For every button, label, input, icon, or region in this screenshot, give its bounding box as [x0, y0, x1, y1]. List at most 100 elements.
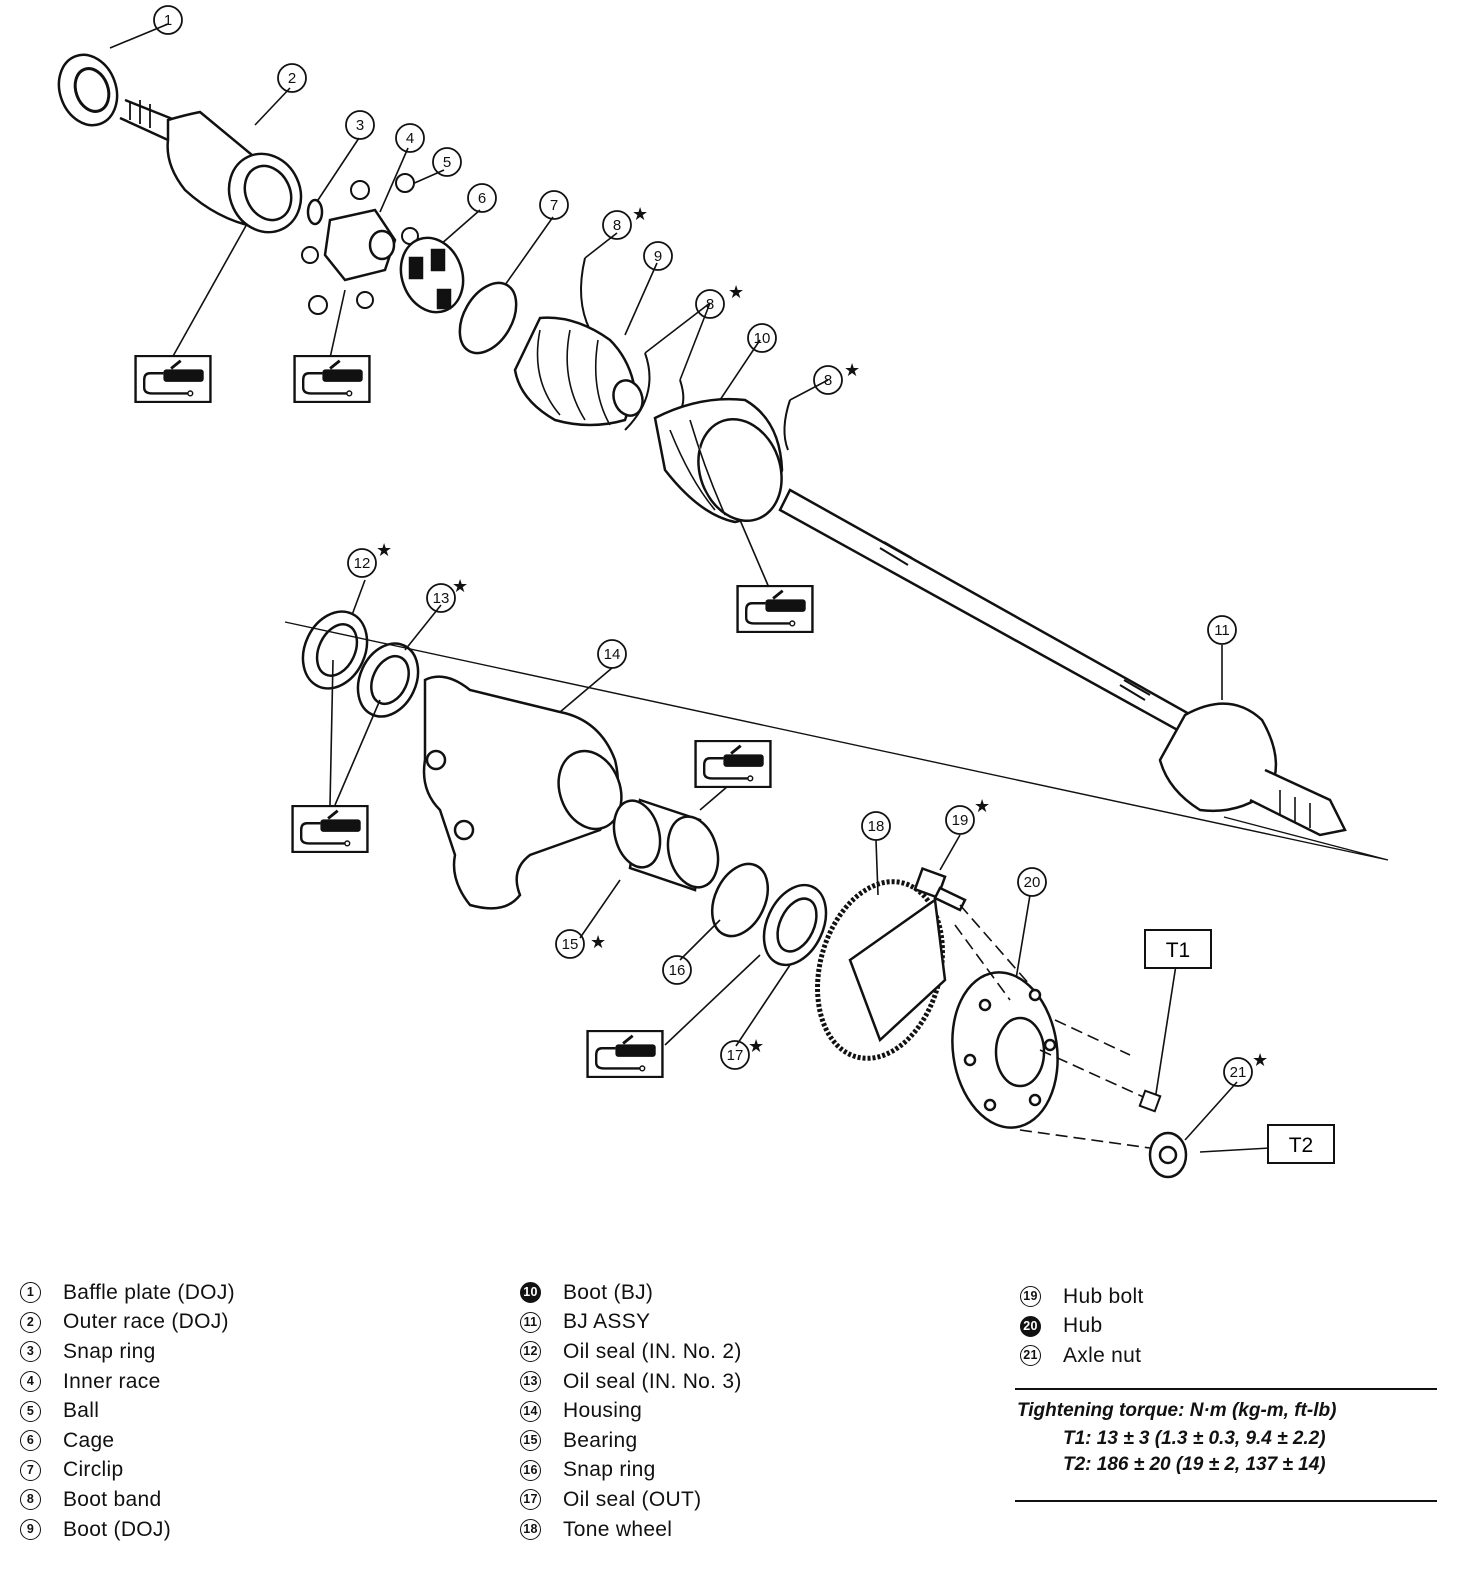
- snap-ring-large: [710, 862, 770, 938]
- boot-doj: [513, 316, 644, 427]
- svg-text:2: 2: [288, 70, 296, 87]
- svg-text:★: ★: [632, 204, 648, 224]
- legend-label: Oil seal (OUT): [563, 1487, 702, 1511]
- legend-label: Ball: [63, 1399, 100, 1423]
- oil-seal-out: [762, 883, 828, 967]
- outer-race-doj: [119, 98, 303, 234]
- svg-text:T2: T2: [1289, 1134, 1314, 1157]
- legend-label: Housing: [563, 1399, 643, 1423]
- callout-19: 19: [945, 805, 975, 835]
- legend-item: 12 Oil seal (IN. No. 2): [520, 1337, 742, 1367]
- exploded-view-diagram: T1 T2 1 2 3 4 5 6 7 8 9 8 10 8 11 12 13 …: [57, 5, 1389, 1179]
- svg-text:13: 13: [433, 590, 450, 607]
- bj-assy-shaft: [778, 488, 1347, 837]
- callout-3: 3: [345, 110, 375, 140]
- legend-label: Oil seal (IN. No. 3): [563, 1369, 742, 1393]
- callout-20: 20: [1017, 867, 1047, 897]
- svg-text:18: 18: [868, 818, 885, 835]
- legend-number: 10: [520, 1282, 541, 1304]
- legend-label: Outer race (DOJ): [63, 1310, 229, 1334]
- legend-item: 11 BJ ASSY: [520, 1308, 742, 1338]
- callout-1: 1: [153, 5, 183, 35]
- svg-text:1: 1: [164, 12, 172, 29]
- callout-8c: 8: [813, 365, 843, 395]
- legend-number: 9: [20, 1519, 41, 1541]
- wheel-stud: [1138, 1089, 1162, 1113]
- legend-number: 11: [520, 1311, 541, 1333]
- svg-text:6: 6: [478, 190, 486, 207]
- callout-11: 11: [1207, 615, 1237, 645]
- svg-text:12: 12: [354, 555, 371, 572]
- legend-number: 19: [1020, 1286, 1041, 1308]
- legend-number: 15: [520, 1430, 541, 1452]
- legend-number: 21: [1020, 1345, 1041, 1367]
- tightening-torque-box: Tightening torque: N·m (kg-m, ft-lb) T1:…: [1015, 1388, 1437, 1502]
- legend-label: BJ ASSY: [563, 1310, 651, 1334]
- legend-label: Bearing: [563, 1428, 638, 1452]
- callout-7: 7: [539, 190, 569, 220]
- legend-label: Axle nut: [1063, 1343, 1142, 1367]
- torque-label-t1: T1: [1144, 929, 1212, 969]
- svg-text:3: 3: [356, 117, 364, 134]
- balls: [301, 173, 419, 315]
- callout-5: 5: [432, 147, 462, 177]
- callout-15: 15: [555, 929, 585, 959]
- legend-label: Boot band: [63, 1487, 162, 1511]
- svg-text:20: 20: [1024, 874, 1041, 891]
- svg-text:15: 15: [562, 936, 579, 953]
- svg-text:T1: T1: [1166, 939, 1191, 962]
- legend-number: 12: [520, 1341, 541, 1363]
- tone-wheel: [815, 879, 947, 1061]
- circlip: [458, 281, 518, 355]
- callout-8a: 8: [602, 210, 632, 240]
- callout-21: 21: [1223, 1057, 1253, 1087]
- legend-number: 5: [20, 1400, 41, 1422]
- legend-label: Tone wheel: [563, 1517, 673, 1541]
- svg-text:7: 7: [550, 197, 558, 214]
- svg-text:19: 19: [952, 812, 969, 829]
- legend-label: Circlip: [63, 1458, 124, 1482]
- bearing: [612, 798, 720, 892]
- oil-seal-in-no2: [301, 610, 369, 690]
- svg-text:★: ★: [974, 796, 990, 816]
- legend-number: 8: [20, 1489, 41, 1511]
- callout-18: 18: [861, 811, 891, 841]
- legend-label: Cage: [63, 1428, 115, 1452]
- callout-12: 12: [347, 548, 377, 578]
- legend-number: 17: [520, 1489, 541, 1511]
- legend-label: Oil seal (IN. No. 2): [563, 1339, 742, 1363]
- housing: [422, 675, 623, 910]
- svg-text:8: 8: [706, 296, 714, 313]
- callout-8b: 8: [695, 289, 725, 319]
- legend-number: 14: [520, 1400, 541, 1422]
- boot-bj: [653, 397, 784, 524]
- svg-text:★: ★: [748, 1036, 764, 1056]
- callout-2: 2: [277, 63, 307, 93]
- leader-lines: [109, 23, 1389, 1153]
- svg-text:4: 4: [406, 130, 414, 147]
- svg-text:5: 5: [443, 154, 451, 171]
- callout-10: 10: [747, 323, 777, 353]
- oil-seal-in-no3: [356, 642, 420, 718]
- legend-item: 21 Axle nut: [1020, 1341, 1144, 1371]
- legend-label: Boot (DOJ): [63, 1517, 172, 1541]
- svg-text:21: 21: [1230, 1064, 1247, 1081]
- torque-spec-t1: T1: 13 ± 3 (1.3 ± 0.3, 9.4 ± 2.2): [1063, 1428, 1326, 1449]
- callout-16: 16: [662, 955, 692, 985]
- legend-label: Snap ring: [563, 1458, 656, 1482]
- legend-label: Snap ring: [63, 1339, 156, 1363]
- svg-text:11: 11: [1214, 622, 1230, 639]
- svg-text:★: ★: [1252, 1050, 1268, 1070]
- hub-bolt: [913, 866, 967, 912]
- cage: [399, 236, 465, 314]
- torque-title: Tightening torque: N·m (kg-m, ft-lb): [1017, 1400, 1337, 1421]
- callout-9: 9: [643, 241, 673, 271]
- torque-label-t2: T2: [1267, 1124, 1335, 1164]
